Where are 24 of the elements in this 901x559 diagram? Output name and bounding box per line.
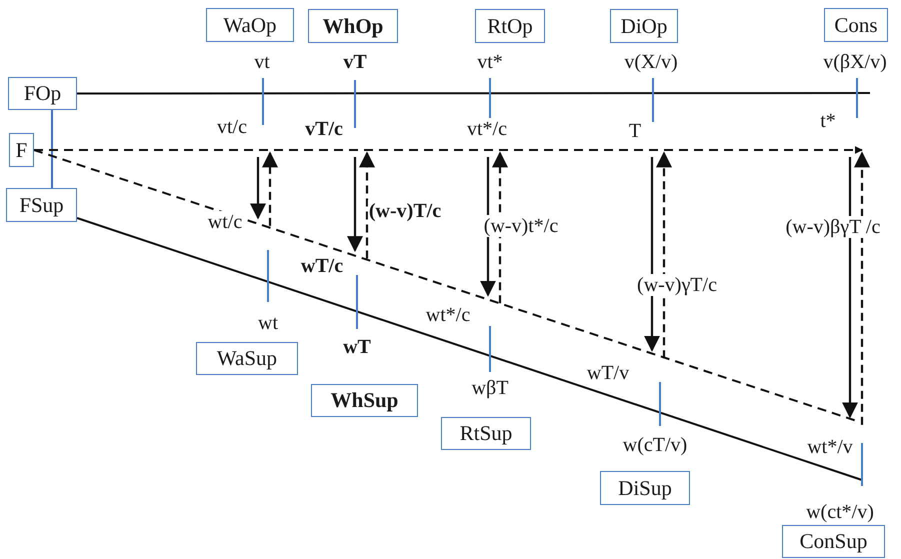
label-box: RtSup — [441, 417, 531, 450]
label-box: DiOp — [610, 9, 678, 43]
formula-label: wβT — [470, 377, 510, 399]
label-box: F — [9, 133, 34, 167]
label-box: WaSup — [196, 342, 298, 375]
label-box: WhOp — [308, 9, 398, 43]
label-box: WaOp — [206, 8, 294, 42]
label-box: Cons — [824, 8, 888, 42]
formula-label: (w-v)βγT /c — [784, 216, 882, 238]
label-box: FOp — [8, 77, 77, 110]
formula-label: (w-v)γT/c — [636, 274, 718, 296]
formula-label: (w-v)t*/c — [482, 215, 560, 237]
connector-line — [51, 110, 53, 188]
label-box: FSup — [6, 188, 77, 222]
label-box: WhSup — [311, 384, 418, 417]
formula-label: w(cT/v) — [622, 434, 688, 456]
line-arrow — [34, 146, 863, 154]
formula-label: (w-v)T/c — [368, 200, 442, 222]
formula-label: w(ct*/v) — [805, 501, 875, 523]
label-box: DiSup — [600, 471, 690, 505]
label-box: ConSup — [782, 525, 885, 558]
formula-label: v(βX/v) — [822, 51, 888, 73]
label-box: RtOp — [475, 9, 545, 43]
formula-label: v(X/v) — [623, 51, 679, 73]
